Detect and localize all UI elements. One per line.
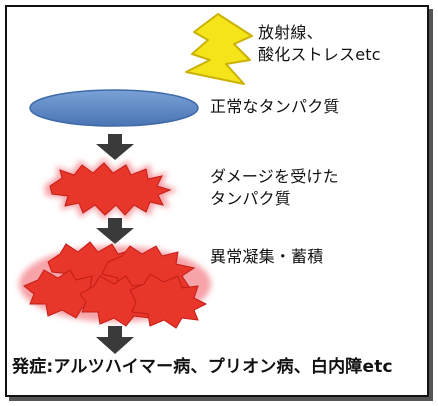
damaged-label-line-1: ダメージを受けた bbox=[210, 167, 339, 186]
damaged-protein-shape bbox=[44, 158, 178, 220]
aggregation-label: 異常凝集・蓄積 bbox=[210, 247, 324, 266]
aggregated-protein-cluster bbox=[19, 241, 211, 329]
arrow-down-icon bbox=[96, 326, 134, 354]
disease-outcome-label: 発症:アルツハイマー病、プリオン病、白内障etc bbox=[12, 357, 393, 377]
normal-protein-shape bbox=[29, 89, 199, 127]
arrow-down-icon bbox=[96, 134, 134, 160]
damaged-label-line-2: タンパク質 bbox=[210, 189, 292, 208]
lightning-bolt-icon bbox=[185, 13, 253, 85]
normal-protein-label: 正常なタンパク質 bbox=[210, 97, 340, 116]
arrow-down-icon bbox=[96, 218, 134, 244]
trigger-line-1: 放射線、 bbox=[258, 23, 323, 42]
trigger-label: 放射線、 酸化ストレスetc bbox=[258, 22, 381, 66]
trigger-line-2: 酸化ストレスetc bbox=[258, 45, 381, 64]
damaged-protein-label: ダメージを受けた タンパク質 bbox=[210, 166, 339, 210]
